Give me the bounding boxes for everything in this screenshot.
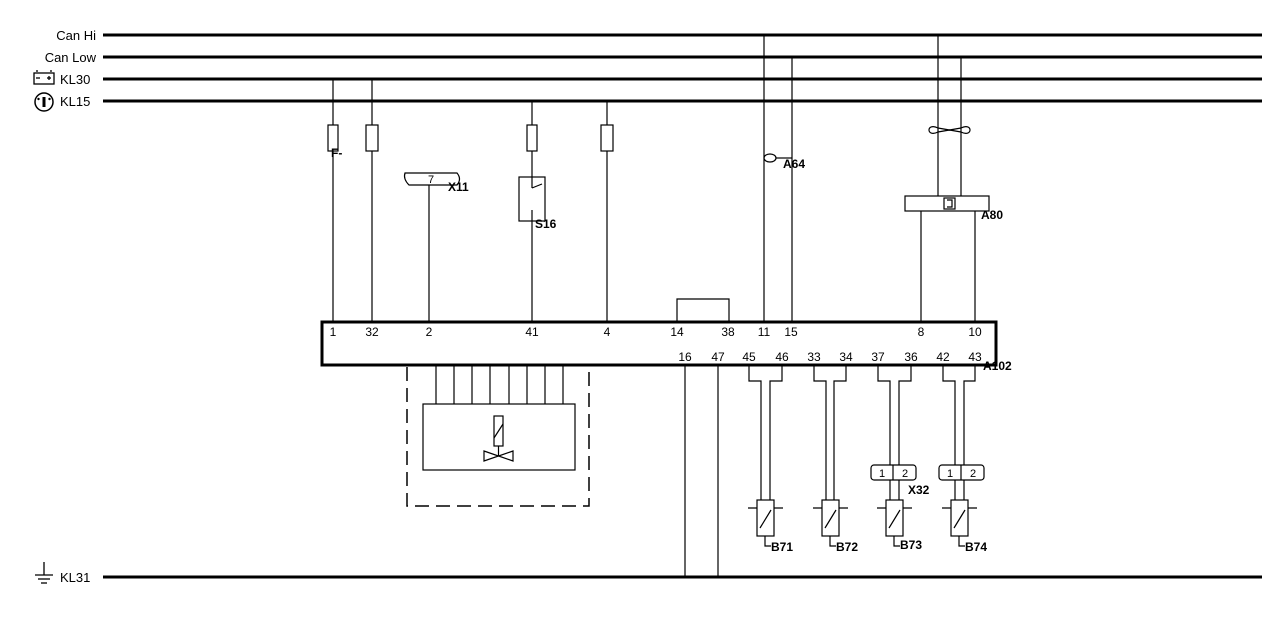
pin-41: 41: [525, 325, 539, 339]
can-hi-label: Can Hi: [56, 28, 96, 43]
ground-icon: [35, 562, 53, 584]
x32-pin-1a: 1: [879, 468, 885, 480]
pin-45: 45: [742, 350, 756, 364]
pin-36: 36: [904, 350, 918, 364]
ignition-icon: [34, 92, 54, 112]
x32-pin-1b: 1: [947, 468, 953, 480]
pin-33: 33: [807, 350, 821, 364]
top-pin-labels: 1 32 2 41 4 14 38 11 15 8 10: [330, 325, 982, 339]
a64-component: [763, 153, 792, 163]
pin-10: 10: [968, 325, 982, 339]
pin-42: 42: [936, 350, 950, 364]
pin-47: 47: [711, 350, 725, 364]
sensor-b71: [748, 499, 783, 547]
a80-label: A80: [981, 208, 1003, 222]
a64-label: A64: [783, 157, 805, 171]
x11-connector: [403, 172, 461, 186]
valve-icon: [483, 415, 514, 462]
bus-rails: [103, 33, 1262, 579]
fuse-pin-41: [526, 124, 538, 152]
pin-15: 15: [784, 325, 798, 339]
pin-14: 14: [670, 325, 684, 339]
battery-icon: [33, 70, 55, 85]
pin-11: 11: [758, 325, 771, 339]
x32-connectors: [870, 464, 985, 481]
fuses: [327, 124, 614, 152]
pin-38: 38: [721, 325, 735, 339]
b73-label: B73: [900, 538, 922, 552]
b74-label: B74: [965, 540, 987, 554]
pin-1: 1: [330, 325, 337, 339]
pin-4: 4: [604, 325, 611, 339]
a80-component: [904, 126, 990, 212]
sensor-b73: [877, 499, 912, 547]
bottom-pin-labels: 16 47 45 46 33 34 37 36 42 43: [678, 350, 982, 364]
x11-pin-label: 7: [428, 174, 434, 186]
pin-46: 46: [775, 350, 789, 364]
sensor-wiring: [748, 365, 976, 500]
a102-control-unit: [320, 320, 998, 367]
kl31-label: KL31: [60, 570, 90, 585]
can-low-label: Can Low: [45, 50, 97, 65]
s16-label: S16: [535, 217, 557, 231]
pin-2: 2: [426, 325, 433, 339]
pin-43: 43: [968, 350, 982, 364]
sensor-b72: [813, 499, 848, 547]
pin-16: 16: [678, 350, 692, 364]
sensor-b74: [942, 499, 977, 547]
pin-34: 34: [839, 350, 853, 364]
a102-label: A102: [983, 359, 1012, 373]
wires: [332, 35, 976, 577]
x32-pin-2b: 2: [970, 468, 976, 480]
pin-8: 8: [918, 325, 925, 339]
kl15-label: KL15: [60, 94, 90, 109]
x32-label: X32: [908, 483, 930, 497]
x11-label: X11: [448, 180, 469, 194]
x32-pin-2a: 2: [902, 468, 908, 480]
fuse-f-label: F-: [331, 146, 342, 160]
s16-switch: [518, 176, 546, 222]
b72-label: B72: [836, 540, 858, 554]
pin-37: 37: [871, 350, 885, 364]
pin-32: 32: [365, 325, 379, 339]
kl30-label: KL30: [60, 72, 90, 87]
fuse-f: [327, 124, 339, 152]
fuse-pin-4: [600, 124, 614, 152]
b71-label: B71: [771, 540, 793, 554]
fuse-pin-32: [365, 124, 379, 152]
